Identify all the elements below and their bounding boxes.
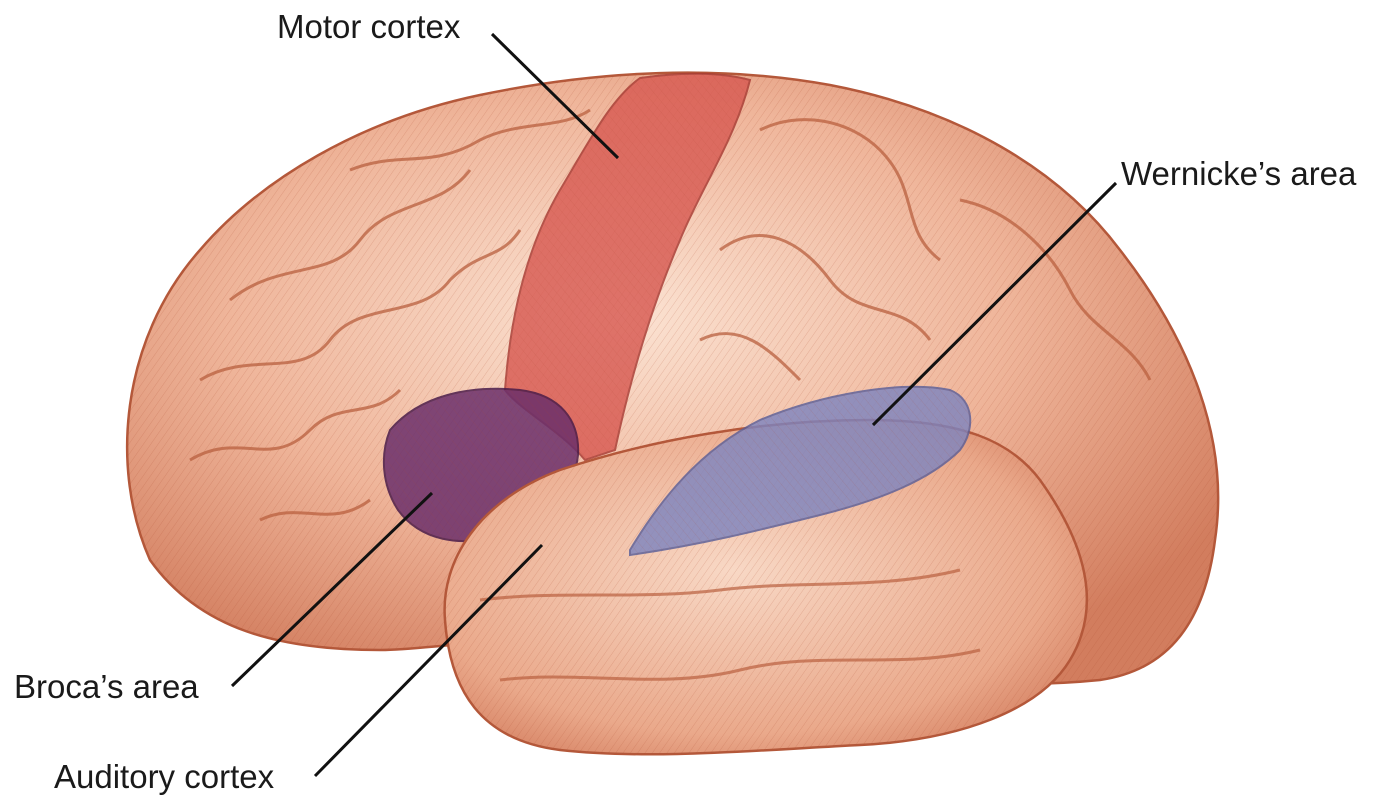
wernickes-area-label: Wernicke’s area	[1121, 157, 1356, 190]
brocas-area-label: Broca’s area	[14, 670, 199, 703]
auditory-cortex-label: Auditory cortex	[54, 760, 274, 793]
motor-cortex-label: Motor cortex	[277, 10, 460, 43]
